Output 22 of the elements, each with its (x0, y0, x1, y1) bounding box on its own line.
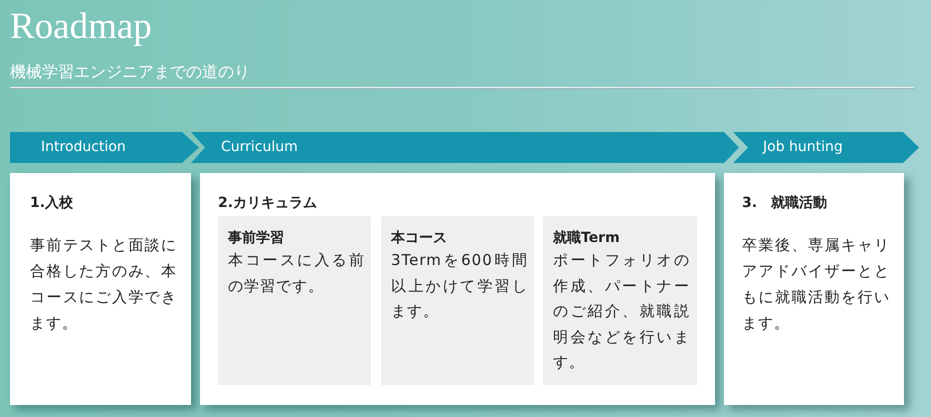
card-text: 事前テストと面談に合格した方のみ、本コースにご入学できます。 (30, 235, 177, 334)
panel-text: 本コースに入る前の学習です。 (228, 250, 365, 296)
page-title: Roadmap (10, 5, 152, 49)
panel-text: ポートフォリオの作成、パートナーのご紹介、就職説明会などを行います。 (553, 250, 690, 373)
panel-heading: 本コース (391, 229, 448, 248)
card-heading: 1.入校 (30, 194, 74, 213)
phase-label: Curriculum (221, 138, 298, 157)
phase-banner (733, 132, 919, 163)
card-heading: 3. 就職活動 (742, 194, 828, 213)
panel-heading: 就職Term (553, 229, 621, 248)
phase-label: Introduction (41, 138, 126, 157)
phase-banner (191, 132, 739, 163)
stage-card (200, 173, 715, 405)
page-subtitle: 機械学習エンジニアまでの道のり (10, 61, 250, 83)
panel-heading: 事前学習 (228, 229, 285, 248)
phase-label: Job hunting (763, 138, 843, 157)
stage-card (10, 173, 191, 405)
panel-text: 3Termを600時間以上かけて学習します。 (391, 250, 528, 322)
stage-card (724, 173, 904, 405)
card-text: 卒業後、専属キャリアアドバイザーとともに就職活動を行います。 (742, 235, 890, 334)
card-heading: 2.カリキュラム (218, 194, 318, 213)
phase-banner (10, 132, 199, 163)
